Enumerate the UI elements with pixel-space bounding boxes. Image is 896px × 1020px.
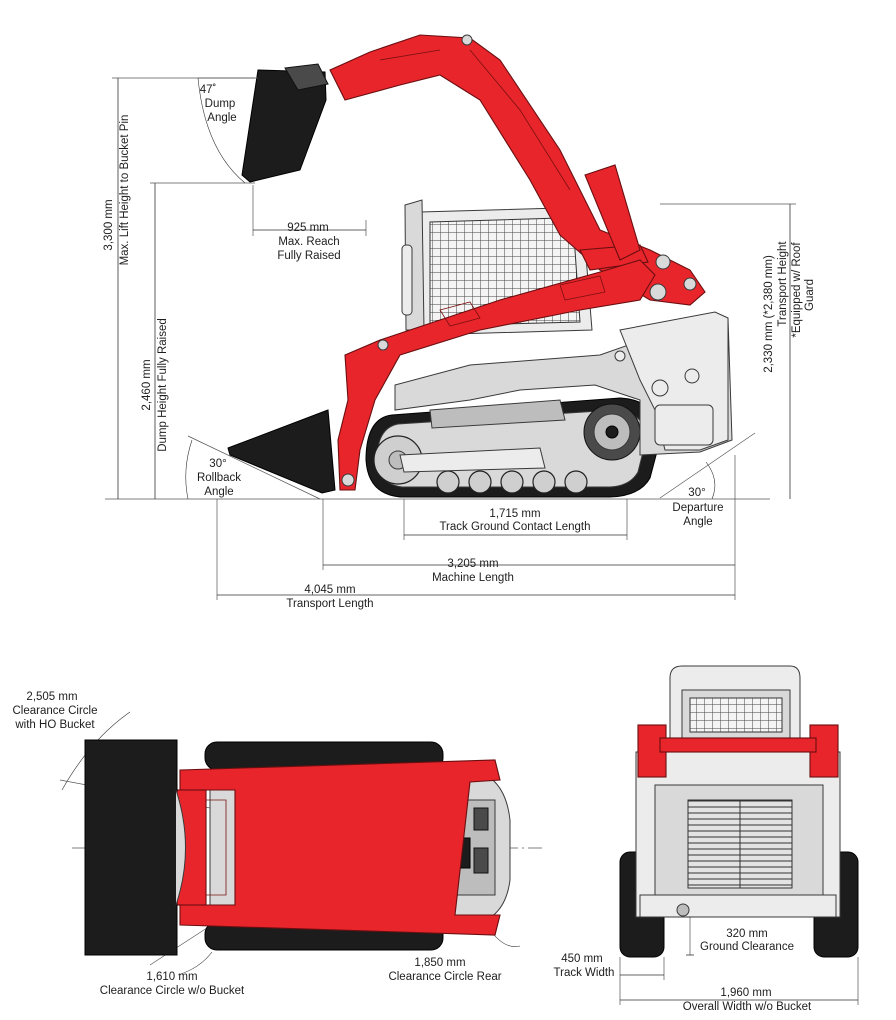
track-width-value: 450 mm — [561, 953, 603, 965]
top-bucket — [84, 739, 178, 956]
dump-angle-value: 47˚ — [200, 84, 217, 96]
departure-angle-label-2: Angle — [683, 516, 712, 528]
max-reach-label-2: Fully Raised — [277, 250, 340, 262]
machine-length-label: Machine Length — [432, 572, 514, 584]
lowered-bucket — [227, 409, 336, 494]
transport-length-label: Transport Length — [286, 598, 373, 610]
side-view: 47˚ Dump Angle 3,300 mm Max. Lift Height… — [103, 34, 816, 610]
machine-body — [394, 311, 733, 456]
track-contact-label: Track Ground Contact Length — [439, 521, 590, 533]
transport-height-note-1: *Equipped w/ Roof — [791, 242, 803, 338]
dump-height-label: Dump Height Fully Raised — [157, 318, 169, 452]
clearance-no-bucket-value: 1,610 mm — [146, 971, 197, 983]
clearance-ho-label-1: Clearance Circle — [12, 705, 97, 717]
lift-height-label: Max. Lift Height to Bucket Pin — [119, 115, 131, 266]
rear-view: 320 mm Ground Clearance 450 mm Track Wid… — [554, 665, 859, 1013]
rollback-angle-value: 30° — [209, 458, 226, 470]
ground-clearance-value: 320 mm — [726, 928, 768, 940]
lift-height-value: 3,300 mm — [103, 199, 115, 250]
top-view: 2,505 mm Clearance Circle with HO Bucket… — [12, 691, 545, 997]
dump-height-value: 2,460 mm — [141, 359, 153, 410]
overall-width-value: 1,960 mm — [720, 987, 771, 999]
max-reach-value: 925 mm — [287, 222, 329, 234]
max-reach-label-1: Max. Reach — [278, 236, 339, 248]
ground-clearance-label: Ground Clearance — [700, 941, 794, 953]
clearance-ho-value: 2,505 mm — [26, 691, 77, 703]
dump-angle-label-1: Dump — [205, 98, 236, 110]
clearance-rear-label: Clearance Circle Rear — [388, 971, 501, 983]
rollback-angle-label-2: Angle — [204, 486, 233, 498]
dump-angle-label-2: Angle — [207, 112, 236, 124]
track-contact-value: 1,715 mm — [489, 508, 540, 520]
transport-length-value: 4,045 mm — [304, 584, 355, 596]
transport-height-value: 2,330 mm (*2,380 mm) — [763, 255, 775, 373]
clearance-rear-value: 1,850 mm — [414, 957, 465, 969]
lowered-arm — [337, 259, 656, 491]
track-width-label: Track Width — [554, 967, 615, 979]
machine-length-value: 3,205 mm — [447, 558, 498, 570]
rollback-angle-label-1: Rollback — [197, 472, 241, 484]
overall-width-label: Overall Width w/o Bucket — [683, 1001, 812, 1013]
track — [365, 397, 661, 498]
clearance-ho-label-2: with HO Bucket — [14, 719, 95, 731]
raised-bucket — [241, 69, 327, 183]
transport-height-note-2: Guard — [804, 279, 816, 311]
clearance-no-bucket-label: Clearance Circle w/o Bucket — [100, 985, 245, 997]
transport-height-label: Transport Height — [777, 241, 789, 327]
lift-arm — [329, 34, 706, 306]
departure-angle-value: 30° — [688, 487, 705, 499]
departure-angle-label-1: Departure — [672, 502, 723, 514]
